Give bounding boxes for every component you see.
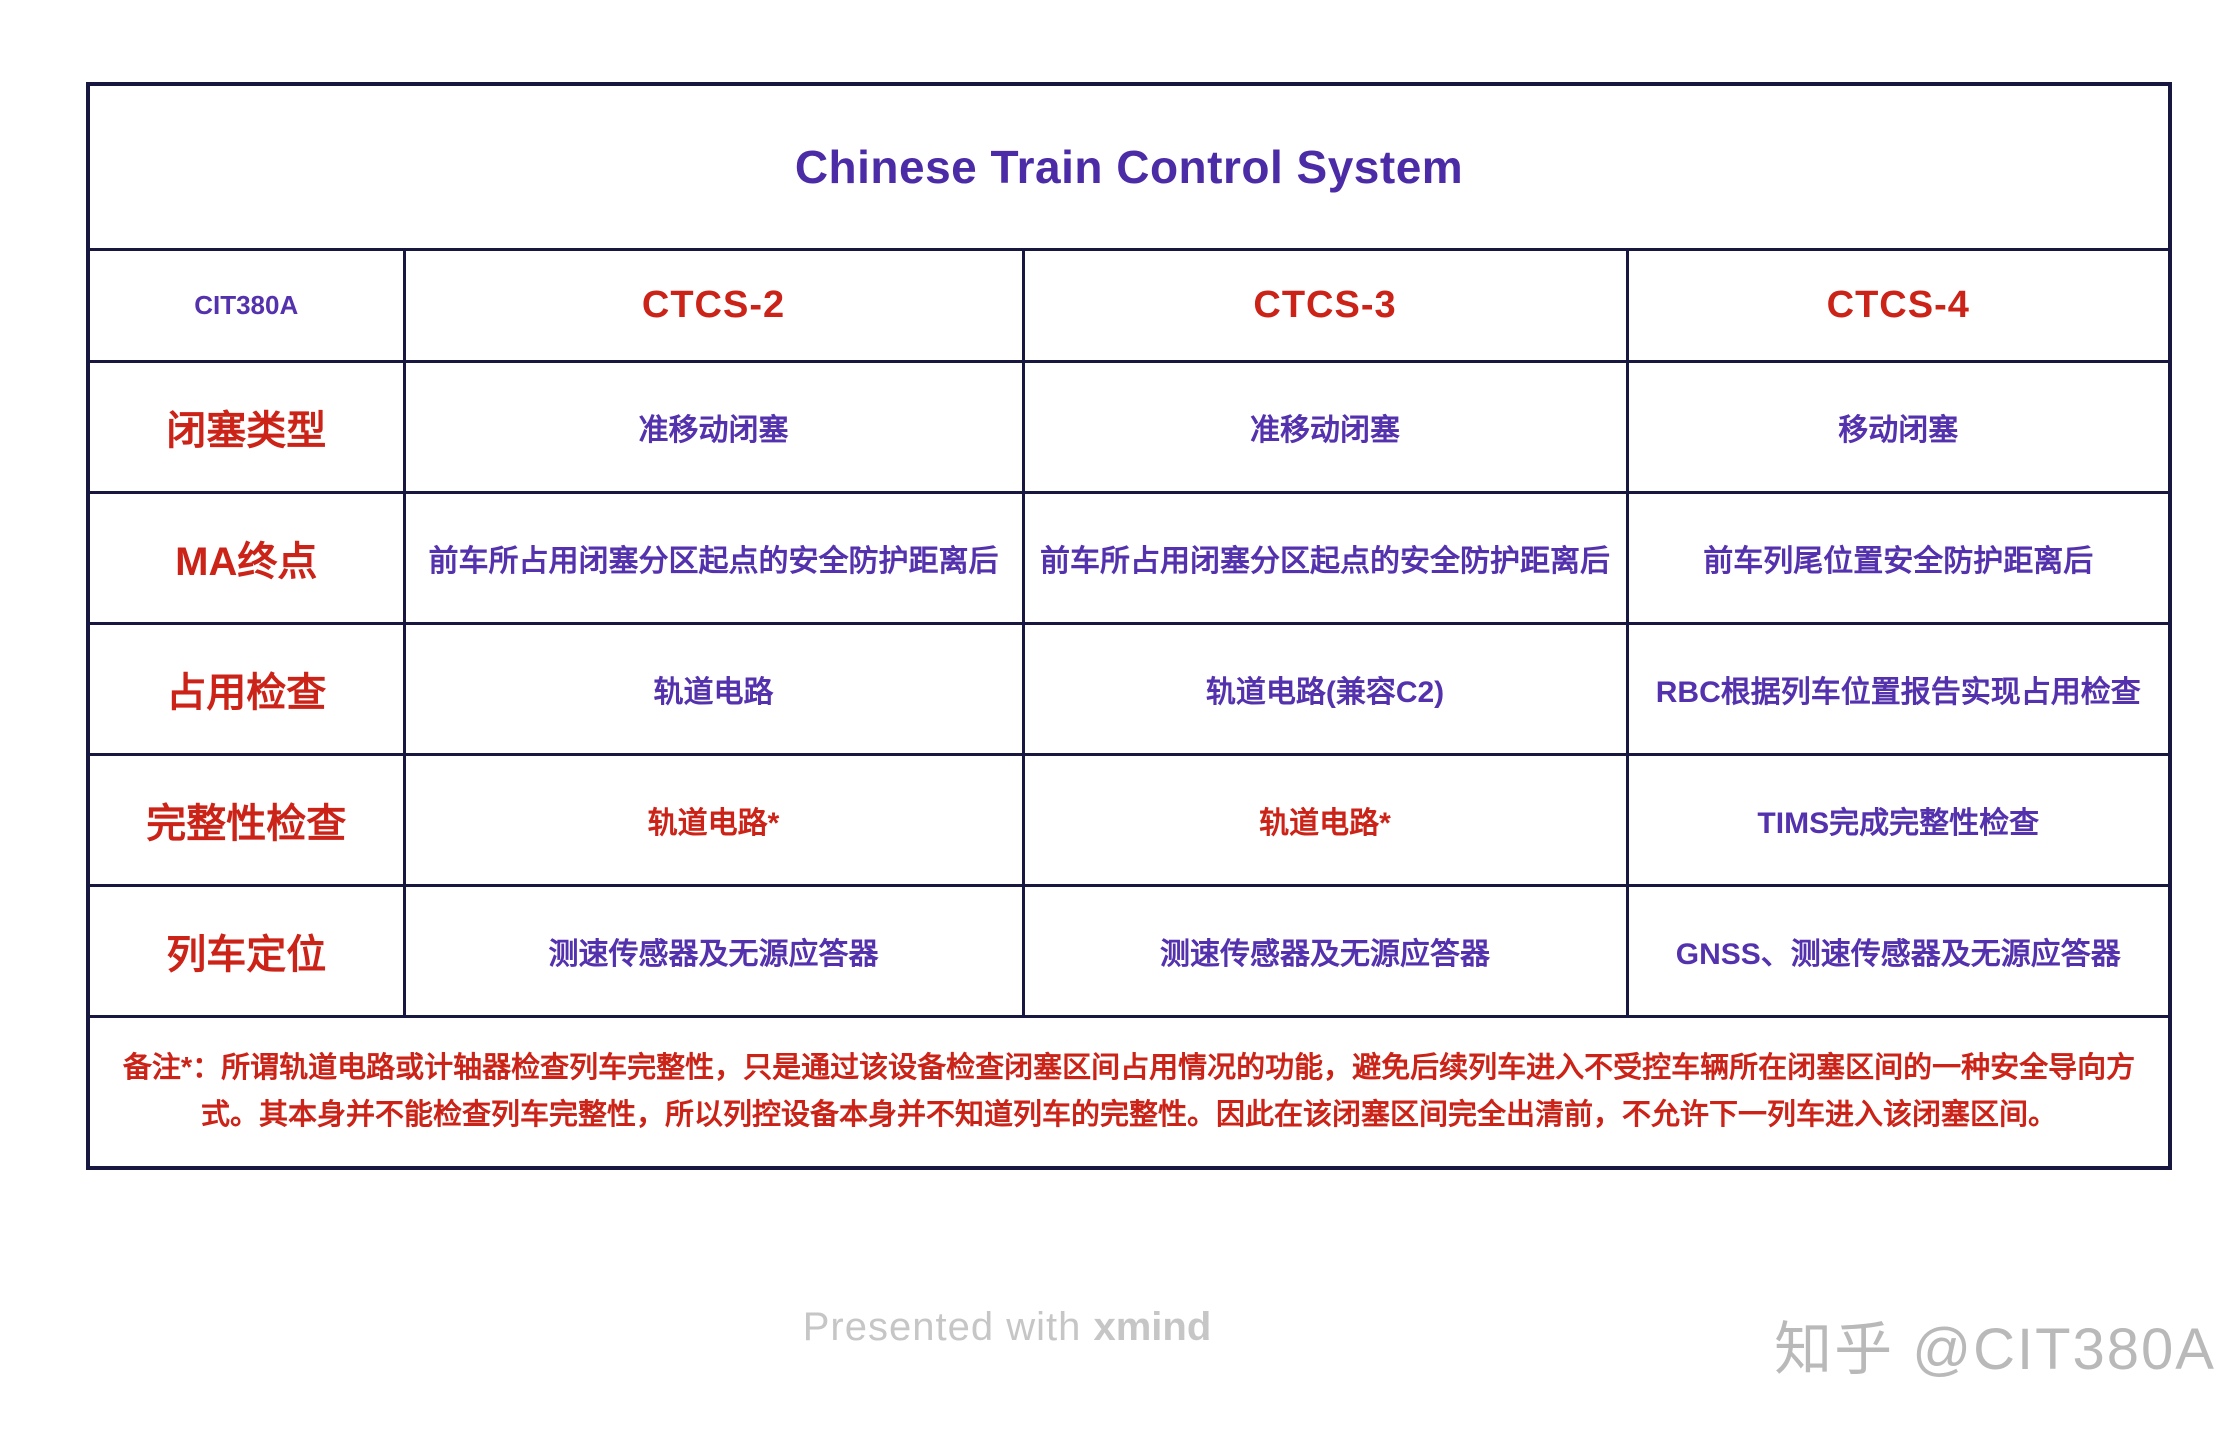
- cell-ma-endpoint-ctcs4: 前车列尾位置安全防护距离后: [1625, 490, 2172, 625]
- row-label-integrity-check: 完整性检查: [86, 752, 406, 887]
- table-row-occupancy-check: 占用检查 轨道电路 轨道电路(兼容C2) RBC根据列车位置报告实现占用检查: [86, 621, 2172, 756]
- table-row-block-type: 闭塞类型 准移动闭塞 准移动闭塞 移动闭塞: [86, 359, 2172, 494]
- ctcs-comparison-table: Chinese Train Control System CIT380A CTC…: [86, 82, 2173, 1170]
- table-row-train-positioning: 列车定位 测速传感器及无源应答器 测速传感器及无源应答器 GNSS、测速传感器及…: [86, 883, 2172, 1018]
- column-header-ctcs2: CTCS-2: [402, 247, 1025, 363]
- column-header-ctcs3: CTCS-3: [1021, 247, 1629, 363]
- row-label-train-positioning: 列车定位: [86, 883, 406, 1018]
- cell-train-positioning-ctcs3: 测速传感器及无源应答器: [1021, 883, 1629, 1018]
- cell-occupancy-check-ctcs3: 轨道电路(兼容C2): [1021, 621, 1629, 756]
- cell-integrity-check-ctcs4: TIMS完成完整性检查: [1625, 752, 2172, 887]
- table-row-integrity-check: 完整性检查 轨道电路* 轨道电路* TIMS完成完整性检查: [86, 752, 2172, 887]
- cell-ma-endpoint-ctcs3: 前车所占用闭塞分区起点的安全防护距离后: [1021, 490, 1629, 625]
- row-label-occupancy-check: 占用检查: [86, 621, 406, 756]
- cell-block-type-ctcs3: 准移动闭塞: [1021, 359, 1629, 494]
- cell-integrity-check-ctcs3: 轨道电路*: [1021, 752, 1629, 887]
- xmind-brand-text: xmind: [1093, 1305, 1212, 1349]
- row-label-block-type: 闭塞类型: [86, 359, 406, 494]
- table-row-ma-endpoint: MA终点 前车所占用闭塞分区起点的安全防护距离后 前车所占用闭塞分区起点的安全防…: [86, 490, 2172, 625]
- cell-block-type-ctcs4: 移动闭塞: [1625, 359, 2172, 494]
- row-label-ma-endpoint: MA终点: [86, 490, 406, 625]
- header-row: CIT380A CTCS-2 CTCS-3 CTCS-4: [86, 247, 2172, 363]
- footnote-row: 备注*：所谓轨道电路或计轴器检查列车完整性，只是通过该设备检查闭塞区间占用情况的…: [86, 1014, 2172, 1170]
- title-row: Chinese Train Control System: [86, 82, 2172, 251]
- cell-block-type-ctcs2: 准移动闭塞: [402, 359, 1025, 494]
- corner-label-cit380a: CIT380A: [86, 247, 406, 363]
- page-title: Chinese Train Control System: [86, 82, 2172, 251]
- presented-with-text: Presented with: [802, 1305, 1094, 1349]
- column-header-ctcs4: CTCS-4: [1625, 247, 2172, 363]
- cell-integrity-check-ctcs2: 轨道电路*: [402, 752, 1025, 887]
- cell-train-positioning-ctcs4: GNSS、测速传感器及无源应答器: [1625, 883, 2172, 1018]
- zhihu-watermark: 知乎 @CIT380A: [1774, 1317, 2216, 1382]
- footnote-text: 备注*：所谓轨道电路或计轴器检查列车完整性，只是通过该设备检查闭塞区间占用情况的…: [86, 1014, 2172, 1170]
- cell-ma-endpoint-ctcs2: 前车所占用闭塞分区起点的安全防护距离后: [402, 490, 1025, 625]
- cell-train-positioning-ctcs2: 测速传感器及无源应答器: [402, 883, 1025, 1018]
- cell-occupancy-check-ctcs4: RBC根据列车位置报告实现占用检查: [1625, 621, 2172, 756]
- cell-occupancy-check-ctcs2: 轨道电路: [402, 621, 1025, 756]
- presented-with-watermark: Presented with xmind: [0, 1305, 2014, 1350]
